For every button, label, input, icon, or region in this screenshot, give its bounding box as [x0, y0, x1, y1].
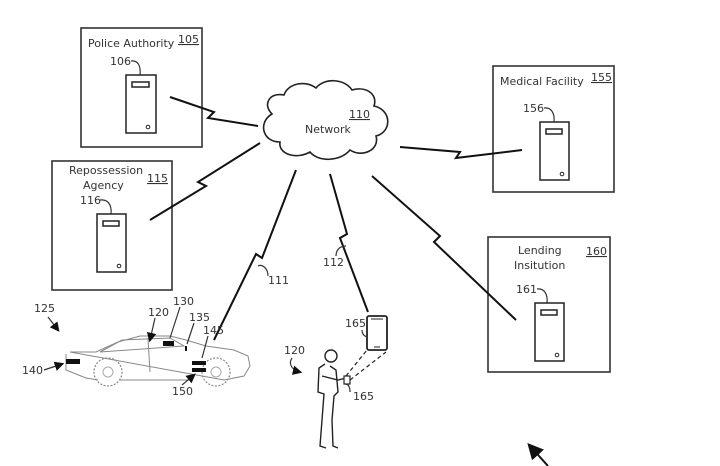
- part-ref-145: 145: [203, 324, 224, 337]
- vehicle: [65, 335, 251, 387]
- part-ref-120: 120: [148, 306, 169, 319]
- link-lending-network: [371, 175, 517, 321]
- medical-facility-box: Medical Facility 155 156: [492, 65, 615, 193]
- repossession-ref: 115: [147, 172, 168, 185]
- sensor-145: [192, 361, 206, 365]
- pointer-arrow: [527, 443, 549, 466]
- server-icon: [539, 121, 570, 181]
- lending-institution-box: Lending Insitution 160 161: [487, 236, 611, 373]
- sensor-135: [185, 346, 187, 351]
- police-authority-ref: 105: [178, 33, 199, 46]
- police-authority-label: Police Authority: [88, 37, 175, 50]
- vehicle-link-ref: 111: [268, 274, 289, 287]
- user-ref: 120: [284, 344, 305, 357]
- user-figure: [317, 349, 351, 449]
- server-icon: [96, 213, 127, 273]
- part-ref-130: 130: [173, 295, 194, 308]
- network-cloud: Network 110: [262, 79, 389, 161]
- server-icon: [125, 74, 157, 134]
- medical-facility-ref: 155: [591, 71, 612, 84]
- device-link-ref: 112: [323, 256, 344, 269]
- wireless-links: [149, 96, 523, 341]
- police-server-ref: 106: [110, 55, 131, 68]
- mobile-device-icon: [366, 315, 388, 351]
- part-ref-135: 135: [189, 311, 210, 324]
- lending-label-line2: Insitution: [514, 259, 565, 272]
- handheld-ref: 165: [353, 390, 374, 403]
- sensor-150: [192, 368, 206, 372]
- link-police-network: [169, 96, 259, 127]
- link-vehicle-network: [213, 169, 297, 341]
- lending-server-ref: 161: [516, 283, 537, 296]
- lending-label-line1: Lending: [518, 244, 562, 257]
- link-medical-network: [399, 146, 523, 160]
- network-label: Network: [305, 123, 352, 136]
- medical-facility-label: Medical Facility: [500, 75, 584, 88]
- repossession-label-line2: Agency: [83, 179, 124, 192]
- medical-server-ref: 156: [523, 102, 544, 115]
- handheld-device-icon: [343, 375, 351, 385]
- link-repossession-network: [149, 142, 261, 221]
- repossession-label-line1: Repossession: [69, 164, 143, 177]
- lending-ref: 160: [586, 245, 607, 258]
- repossession-server-ref: 116: [80, 194, 101, 207]
- server-icon: [534, 302, 565, 362]
- sensor-130: [163, 341, 174, 346]
- link-device-network: [329, 173, 369, 313]
- vehicle-ref: 125: [34, 302, 55, 315]
- network-ref: 110: [349, 108, 370, 121]
- device-ref: 165: [345, 317, 366, 330]
- police-authority-box: Police Authority 105 106: [80, 27, 203, 148]
- repossession-agency-box: Repossession Agency 115 116: [51, 160, 173, 291]
- part-ref-150: 150: [172, 385, 193, 398]
- sensor-140: [66, 359, 80, 364]
- part-ref-140: 140: [22, 364, 43, 377]
